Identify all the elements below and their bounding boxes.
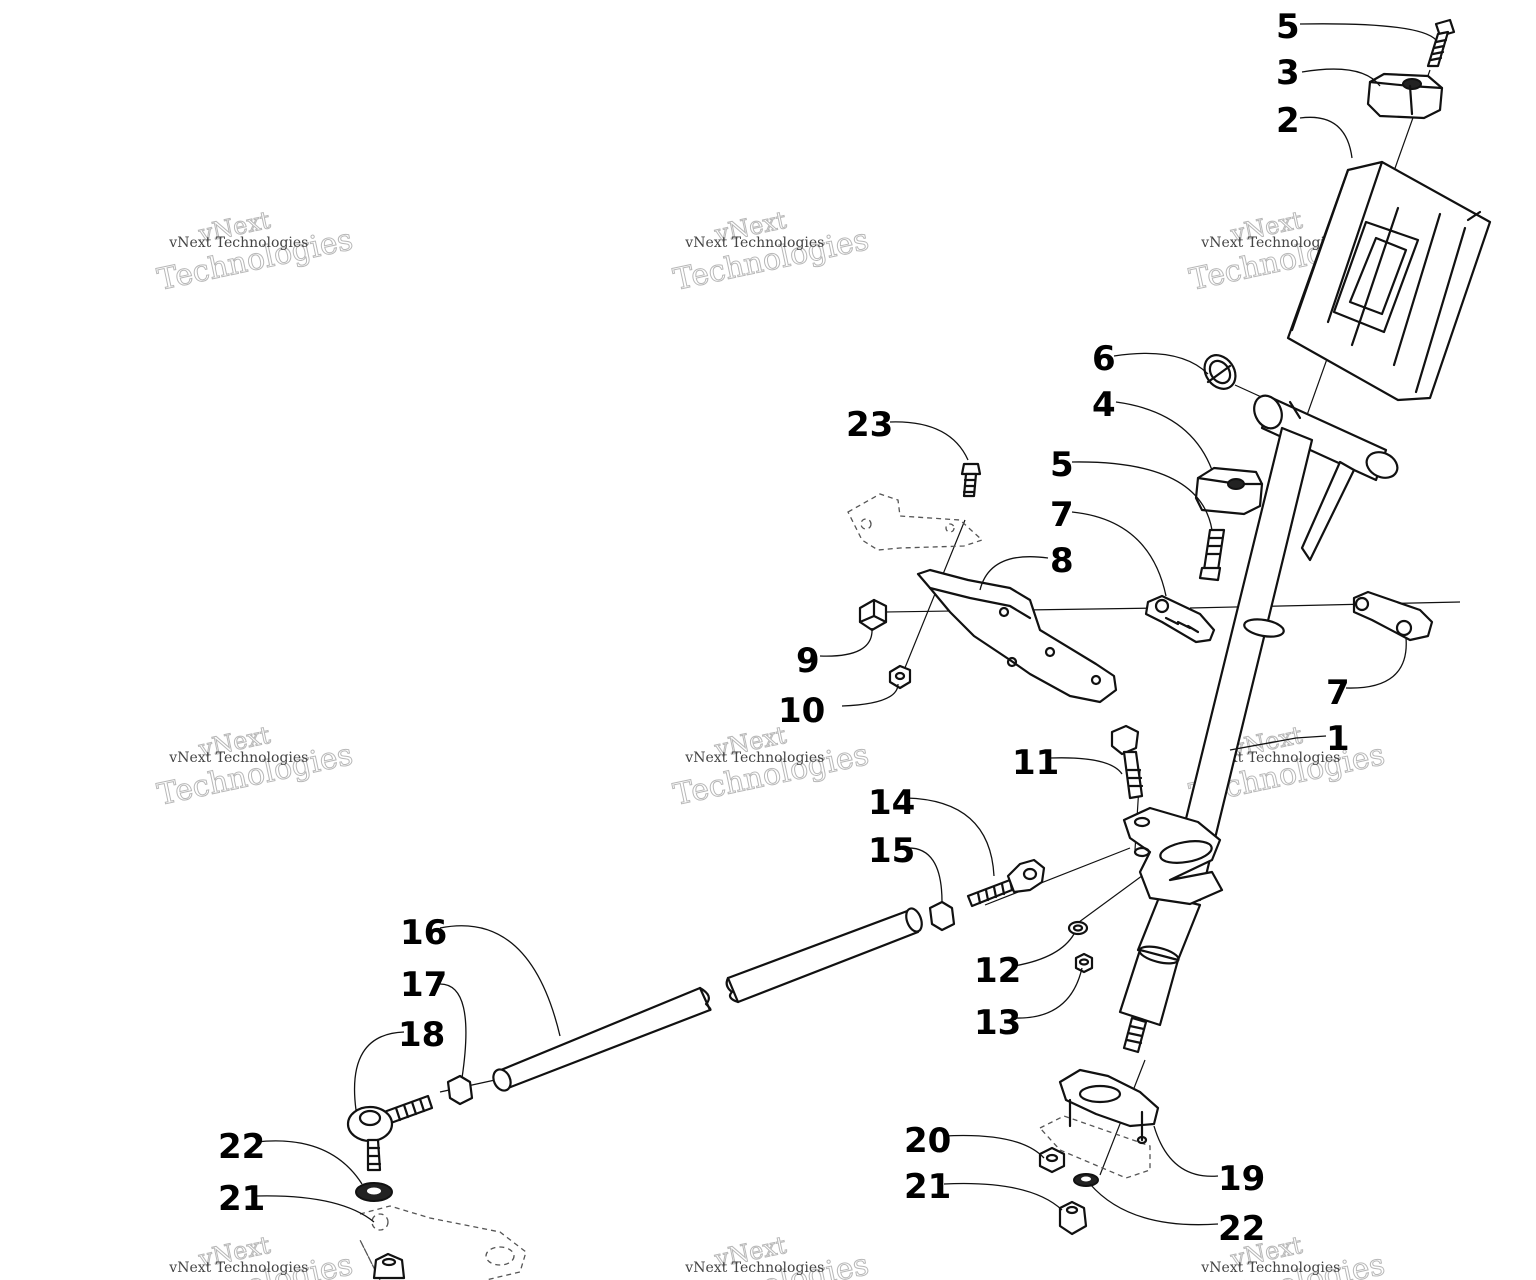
callout-9: 9 [796,641,820,681]
ghost-plate-upper [847,493,984,551]
tie-rod [492,907,923,1092]
spacer-block-left [1144,594,1216,644]
bolt-upper [1426,18,1456,68]
svg-text:vNext Technologies: vNext Technologies [168,1260,308,1276]
steering-arm [916,568,1118,704]
steering-post [1118,394,1399,1054]
callout-12: 12 [974,951,1021,991]
callout-1: 1 [1326,719,1350,759]
bearing-flange-plate [1122,806,1224,906]
callout-14: 14 [868,783,915,823]
callout-23: 23 [846,405,893,445]
plug [1203,354,1237,390]
callout-21-left: 21 [218,1179,265,1219]
leader-lines [255,23,1437,1226]
clamp-cap-upper [1366,72,1444,120]
flange-bolt [1110,724,1144,800]
svg-text:vNext Technologies: vNext Technologies [684,235,824,251]
svg-text:vNext Technologies: vNext Technologies [684,1260,824,1276]
watermark: vNext Technologies vNext Technologies [670,720,872,813]
svg-text:vNext Technologies: vNext Technologies [684,750,824,766]
washer-22-left [355,1182,393,1202]
watermark: vNext Technologies vNext Technologies [154,205,356,298]
handlebar-bracket [1286,160,1492,402]
callout-22-left: 22 [218,1127,265,1167]
watermark: vNext Technologies vNext Technologies [670,205,872,298]
cap-nut [858,598,888,632]
screw-23 [960,462,982,498]
callout-16: 16 [400,913,447,953]
jam-nut-17 [446,1074,474,1106]
bolt-lower [1198,528,1226,582]
callout-13: 13 [974,1003,1021,1043]
spacer-block-right [1352,590,1434,642]
ghost-spindle-arm [359,1205,527,1280]
callout-18: 18 [398,1015,445,1055]
nut-20 [1038,1146,1066,1174]
svg-text:vNext Technologies: vNext Technologies [1200,1260,1340,1276]
svg-text:vNext Technologies: vNext Technologies [1200,235,1340,251]
tie-rod-end-right [966,858,1046,908]
callout-7-lower: 7 [1326,673,1350,713]
clamp-lower [1194,466,1264,516]
nut-10 [888,664,912,690]
callout-5-lower: 5 [1050,445,1074,485]
callout-8: 8 [1050,541,1074,581]
callout-20: 20 [904,1121,951,1161]
watermark-layer: vNext Technologies vNext Technologies vN… [154,205,1388,1280]
callout-21-right: 21 [904,1167,951,1207]
watermark: vNext Technologies vNext Technologies [154,1230,356,1280]
watermark: vNext Technologies vNext Technologies [670,1230,872,1280]
callout-11: 11 [1012,743,1059,783]
svg-text:vNext Technologies: vNext Technologies [168,235,308,251]
callout-6: 6 [1092,339,1116,379]
callout-17: 17 [400,965,447,1005]
watermark: vNext Technologies vNext Technologies [154,720,356,813]
washer-12 [1067,920,1089,936]
tie-rod-end-left [346,1094,434,1172]
callout-labels: 5 3 2 6 4 23 5 7 8 9 10 7 1 11 14 15 16 … [218,7,1350,1249]
callout-5: 5 [1276,7,1300,47]
callout-10: 10 [778,691,825,731]
nut-21-left [372,1252,406,1280]
callout-2: 2 [1276,101,1300,141]
callout-7-upper: 7 [1050,495,1074,535]
nut-13 [1074,952,1094,974]
svg-text:vNext Technologies: vNext Technologies [168,750,308,766]
callout-15: 15 [868,831,915,871]
lower-bearing-flange [1038,1068,1160,1179]
callout-4: 4 [1092,385,1116,425]
callout-22-right: 22 [1218,1209,1265,1249]
callout-3: 3 [1276,53,1300,93]
nut-21-right [1058,1200,1088,1236]
jam-nut-15 [928,900,956,932]
callout-19: 19 [1218,1159,1265,1199]
washer-22-right [1073,1173,1099,1187]
